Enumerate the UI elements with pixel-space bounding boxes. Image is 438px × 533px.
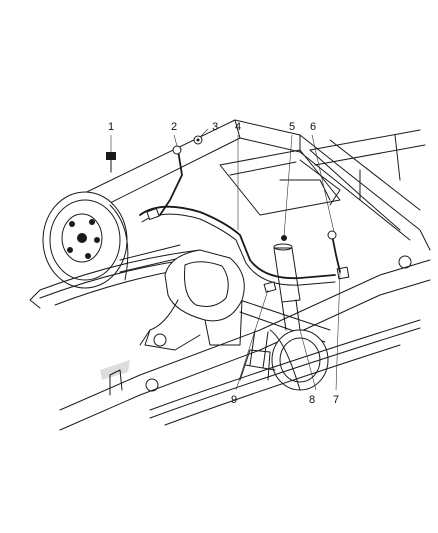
callout-8: 8 [309,394,315,406]
callout-3: 3 [212,121,218,133]
frame-crossmember [219,149,341,216]
spring-shackle [145,255,412,392]
hose-clip-left [146,207,160,221]
nut [193,135,203,145]
callout-1: 1 [108,121,114,133]
differential-housing [139,249,245,351]
callout-5: 5 [289,121,295,133]
frame-rail-far [309,129,426,201]
brake-drum-right [269,329,329,391]
callout-9: 9 [231,394,237,406]
brake-drum [42,191,129,289]
frame-rail-lower [59,259,431,431]
leaf-spring-right [149,319,421,426]
callout-4: 4 [235,121,241,133]
hose-clip-center [263,281,277,293]
right-vent-fitting [327,230,341,273]
callout-2: 2 [171,121,177,133]
bolt [106,152,116,173]
vent-line-upper [159,145,183,216]
spring-u-bolts [244,329,276,371]
callout-7: 7 [333,394,339,406]
callout-6: 6 [310,121,316,133]
shadow-fill [100,360,130,380]
shock-absorber [273,235,301,331]
leader-lines [110,128,341,391]
